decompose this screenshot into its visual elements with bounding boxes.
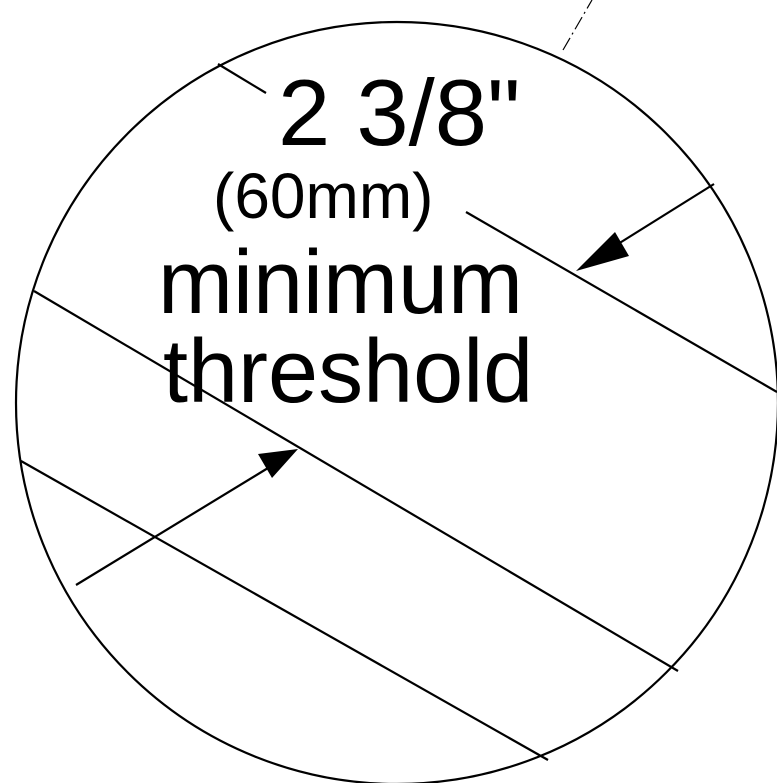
extension-line-top bbox=[217, 63, 267, 94]
dimension-imperial-label: 2 3/8" bbox=[278, 60, 520, 165]
dimension-metric-label: (60mm) bbox=[213, 160, 433, 232]
caption-threshold-label: threshold bbox=[163, 322, 533, 422]
dimension-arrowhead-upper bbox=[576, 232, 629, 271]
dimension-arrow-lower-shaft bbox=[75, 467, 269, 586]
detail-circle bbox=[15, 21, 777, 783]
dimension-arrow-upper-shaft bbox=[609, 183, 715, 250]
detail-leader-line bbox=[562, 0, 593, 51]
dimension-arrowhead-lower bbox=[258, 449, 298, 478]
threshold-bottom-line bbox=[20, 460, 549, 761]
threshold-top-edge-line bbox=[465, 211, 777, 393]
caption-minimum-label: minimum bbox=[158, 233, 523, 333]
threshold-face-line bbox=[33, 290, 679, 672]
